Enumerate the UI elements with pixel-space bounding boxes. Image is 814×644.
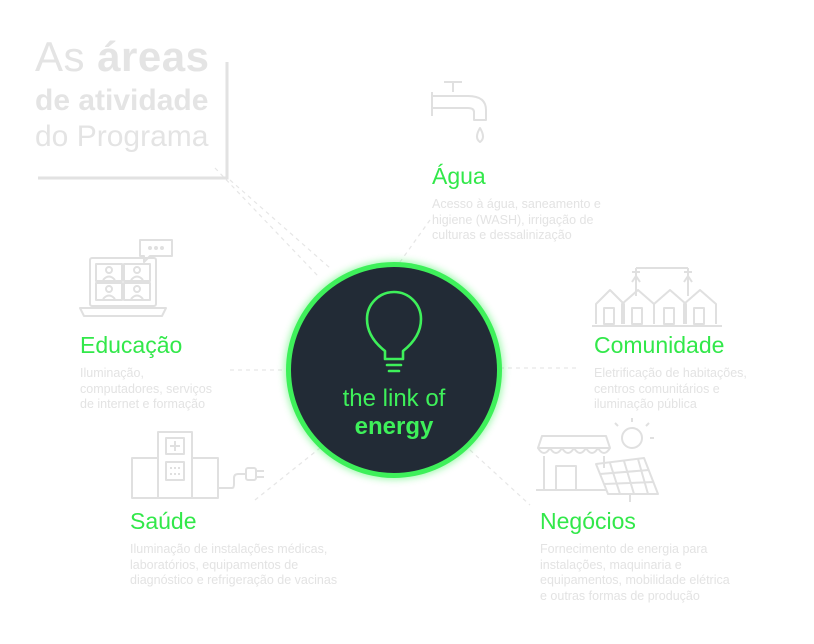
area-negocios-desc: Fornecimento de energia para instalações… [540,542,730,603]
area-comunidade: Comunidade Eletrificação de habitações, … [594,334,747,413]
houses-streetlight-icon [592,267,722,327]
program-title: As áreas de atividade do Programa [35,36,209,152]
center-text-line-1: the link of [342,385,446,412]
area-agua-desc: Acesso à água, saneamento e higiene (WAS… [432,197,601,242]
area-comunidade-desc: Eletrificação de habitações, centros com… [594,366,747,411]
shop-solar-panel-icon [536,418,659,502]
area-saude: Saúde Iluminação de instalações médicas,… [130,510,337,589]
area-negocios-name: Negócios [540,508,636,534]
area-educacao: Educação Iluminação, computadores, servi… [80,334,212,413]
tap-icon [431,81,487,143]
area-educacao-desc: Iluminação, computadores, serviços de in… [80,366,213,411]
center-energy-circle: the link of energy [291,267,497,473]
hospital-plug-icon [131,431,264,499]
center-text-line-2: energy [354,413,434,440]
area-saude-name: Saúde [130,508,197,534]
lightbulb-icon [365,290,423,373]
area-agua-name: Água [432,163,486,189]
area-agua: Água Acesso à água, saneamento e higiene… [432,165,601,244]
area-comunidade-name: Comunidade [594,332,725,358]
laptop-video-call-icon [79,239,173,317]
title-line-2: de atividade [35,84,209,117]
area-educacao-name: Educação [80,332,183,358]
title-line-3: do Programa [35,120,209,153]
area-saude-desc: Iluminação de instalações médicas, labor… [130,542,338,587]
title-line-1: As áreas [35,33,210,80]
area-negocios: Negócios Fornecimento de energia para in… [540,510,730,604]
